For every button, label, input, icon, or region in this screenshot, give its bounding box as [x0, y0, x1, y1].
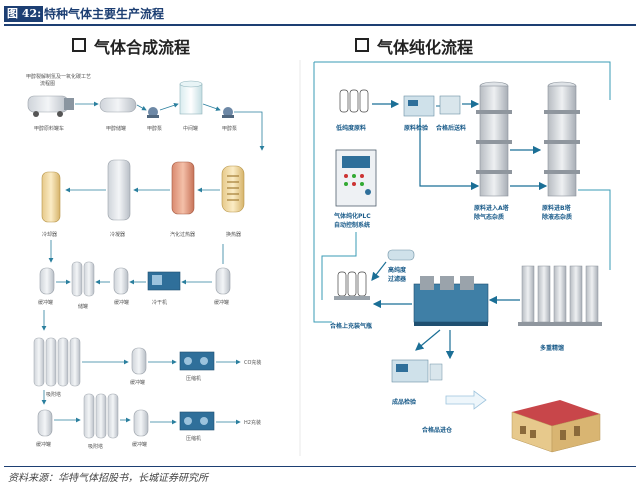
right-section-title: 气体纯化流程	[355, 34, 473, 58]
label-absorber: 冷凝器	[110, 231, 125, 238]
chiller-unit	[147, 271, 181, 291]
high-purity-filter	[387, 249, 415, 261]
purification-tower-b	[544, 81, 580, 197]
label-tower-a-2: 除气态杂质	[474, 213, 504, 221]
left-top-note-1: 甲醇裂解制氢及一氧化碳工艺	[26, 73, 91, 80]
raw-material-analyzer	[403, 95, 435, 117]
feed-pump-2	[222, 107, 234, 118]
left-title-text: 气体合成流程	[94, 38, 191, 57]
label-buffer-d: 缓冲罐	[130, 379, 145, 386]
absorber-column	[107, 159, 131, 221]
buffer-tank-b	[113, 267, 129, 295]
left-section-title: 气体合成流程	[72, 34, 190, 58]
adsorption-towers-b	[83, 393, 119, 439]
label-comp-a: 压缩机	[186, 375, 201, 382]
figure-tag: 图 42:	[4, 6, 43, 22]
purification-skid	[413, 276, 489, 326]
label-buffer-a: 缓冲罐	[38, 299, 53, 306]
label-buffer-b: 缓冲罐	[114, 299, 129, 306]
label-heater: 换热器	[226, 231, 241, 238]
heat-exchanger	[221, 165, 245, 213]
right-title-text: 气体纯化流程	[377, 38, 474, 57]
square-bullet-icon	[72, 38, 86, 52]
label-cooler: 冷却器	[42, 231, 57, 238]
label-fill-bottle: 合格上充装气瓶	[330, 322, 372, 330]
buffer-tank-c	[215, 267, 231, 295]
cooler-column	[41, 171, 61, 223]
label-high-purity-2: 过滤器	[388, 275, 407, 283]
raw-truck	[27, 95, 74, 117]
label-qualified-feed: 合格后送料	[436, 124, 466, 132]
label-tower-a-1: 原料进入A塔	[474, 204, 510, 212]
label-adsorb-b: 吸附塔	[88, 443, 103, 450]
label-raw-truck: 甲醇原料罐车	[34, 125, 64, 132]
source-note: 资料来源：华特气体招股书，长城证券研究所	[8, 473, 208, 484]
label-prod-a: CO充装	[244, 359, 261, 366]
label-tank: 甲醇储罐	[106, 125, 126, 132]
label-low-purity: 低纯度原料	[335, 124, 366, 132]
label-plc-1: 气体纯化PLC	[333, 212, 371, 220]
label-tower-b-2: 除液态杂质	[542, 213, 572, 221]
label-adsorb-a: 吸附塔	[46, 391, 61, 398]
compressor-a	[179, 351, 215, 371]
label-buffer-f: 缓冲罐	[132, 441, 147, 448]
plc-control-cabinet	[335, 149, 377, 207]
label-multi-rect: 多重精馏	[540, 344, 564, 352]
label-furnace: 汽化过热器	[170, 231, 195, 238]
label-pump-2: 甲醇泵	[222, 125, 237, 132]
footer-rule	[4, 466, 636, 467]
label-prod-b: H2充装	[244, 419, 261, 426]
label-buffer-e: 缓冲罐	[36, 441, 51, 448]
product-analyzer	[391, 359, 443, 383]
vaporizer-furnace	[171, 161, 195, 215]
label-reactor: 中间罐	[183, 125, 198, 132]
label-plc-2: 自动控制系统	[334, 221, 370, 229]
buffer-tank-e	[37, 409, 53, 437]
left-top-note-2: 流程图	[40, 80, 55, 87]
buffer-tank-d	[131, 347, 147, 375]
adsorption-towers-a	[33, 337, 81, 387]
feed-controller	[439, 95, 461, 115]
storage-tank	[99, 97, 137, 113]
label-high-purity-1: 高纯度	[388, 266, 407, 274]
buffer-tank-a	[39, 267, 55, 295]
intermediate-tank	[179, 80, 203, 115]
gas-bottles-fill	[334, 271, 370, 300]
label-warehouse: 合格品进仓	[422, 426, 453, 434]
feed-pump	[147, 107, 159, 118]
label-cryo: 储罐	[78, 303, 88, 310]
label-product-detect: 成品检验	[392, 398, 416, 406]
square-bullet-icon	[355, 38, 369, 52]
label-comp-b: 压缩机	[186, 435, 201, 442]
label-chiller: 冷干机	[152, 299, 167, 306]
rectification-columns	[518, 265, 602, 326]
figure-title: 特种气体主要生产流程	[44, 7, 165, 21]
buffer-tank-f	[133, 409, 149, 437]
figure-header: 图 42: 特种气体主要生产流程	[0, 0, 640, 26]
label-pump: 甲醇泵	[147, 125, 162, 132]
label-buffer-c: 缓冲罐	[214, 299, 229, 306]
storage-cylinders	[71, 261, 95, 297]
compressor-b	[179, 411, 215, 431]
label-raw-detect: 原料检验	[404, 124, 428, 132]
purification-tower-a	[476, 81, 512, 197]
warehouse-building	[511, 400, 601, 453]
gas-bottles-low	[339, 89, 369, 113]
header-rule	[4, 24, 636, 26]
label-tower-b-1: 原料进B塔	[542, 204, 572, 212]
